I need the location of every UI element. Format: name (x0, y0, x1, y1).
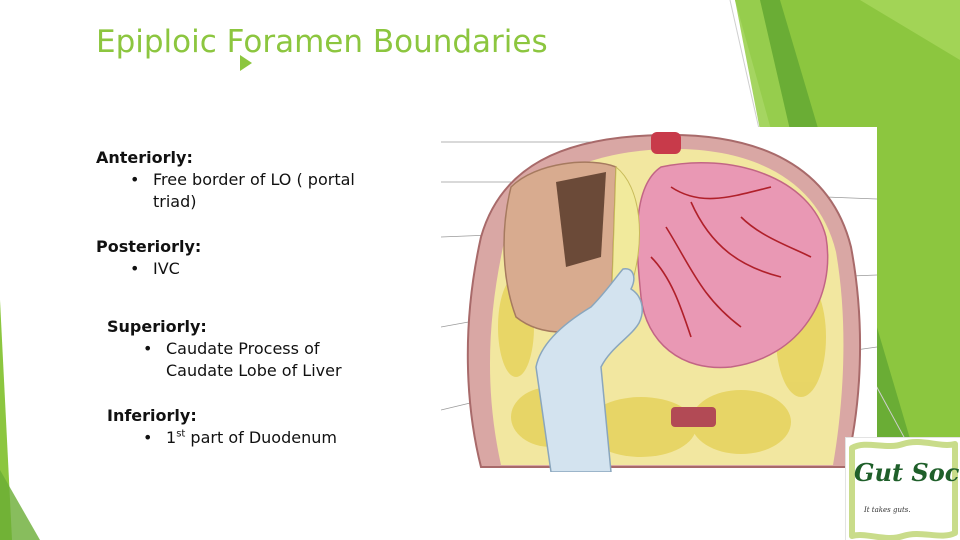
bullet-item: • 1st part of Duodenum (107, 427, 437, 449)
ordinal-number: 1 (166, 428, 177, 447)
bullet-text-line: triad) (153, 192, 197, 211)
intestine-border-icon (849, 439, 958, 540)
bullet-text-line: Caudate Lobe of Liver (166, 361, 342, 380)
logo-title: Gut Soc (854, 458, 960, 487)
section-heading: Inferiorly: (107, 406, 197, 425)
section-heading: Anteriorly: (96, 148, 193, 167)
bullet-marker: • (130, 170, 140, 189)
bullet-item: • IVC (96, 258, 426, 280)
bullet-item: • Free border of LO ( portal triad) (96, 169, 426, 213)
bullet-marker: • (143, 428, 153, 447)
ordinal-suffix: st (176, 428, 186, 440)
bullet-text-line: 1st part of Duodenum (166, 427, 437, 449)
gut-soc-logo: Gut Soc It takes guts. (845, 437, 960, 540)
bullet-marker: • (143, 339, 153, 358)
bullet-text-rest: part of Duodenum (185, 428, 337, 447)
bullet-item: • Caudate Process of Caudate Lobe of Liv… (107, 338, 437, 382)
logo-tagline: It takes guts. (864, 506, 911, 514)
section-posteriorly: Posteriorly: • IVC (96, 236, 426, 280)
slide-title: Epiploic Foramen Boundaries (96, 24, 548, 60)
section-anteriorly: Anteriorly: • Free border of LO ( portal… (96, 147, 426, 213)
bullet-text-line: Caudate Process of (166, 339, 320, 358)
section-heading: Superiorly: (107, 317, 207, 336)
bullet-text-line: Free border of LO ( portal (153, 170, 355, 189)
bullet-marker: • (130, 259, 140, 278)
section-heading: Posteriorly: (96, 237, 202, 256)
section-inferiorly: Inferiorly: • 1st part of Duodenum (107, 405, 437, 449)
bullet-text-line: IVC (153, 259, 180, 278)
section-superiorly: Superiorly: • Caudate Process of Caudate… (107, 316, 437, 382)
anatomy-illustration (441, 127, 877, 472)
